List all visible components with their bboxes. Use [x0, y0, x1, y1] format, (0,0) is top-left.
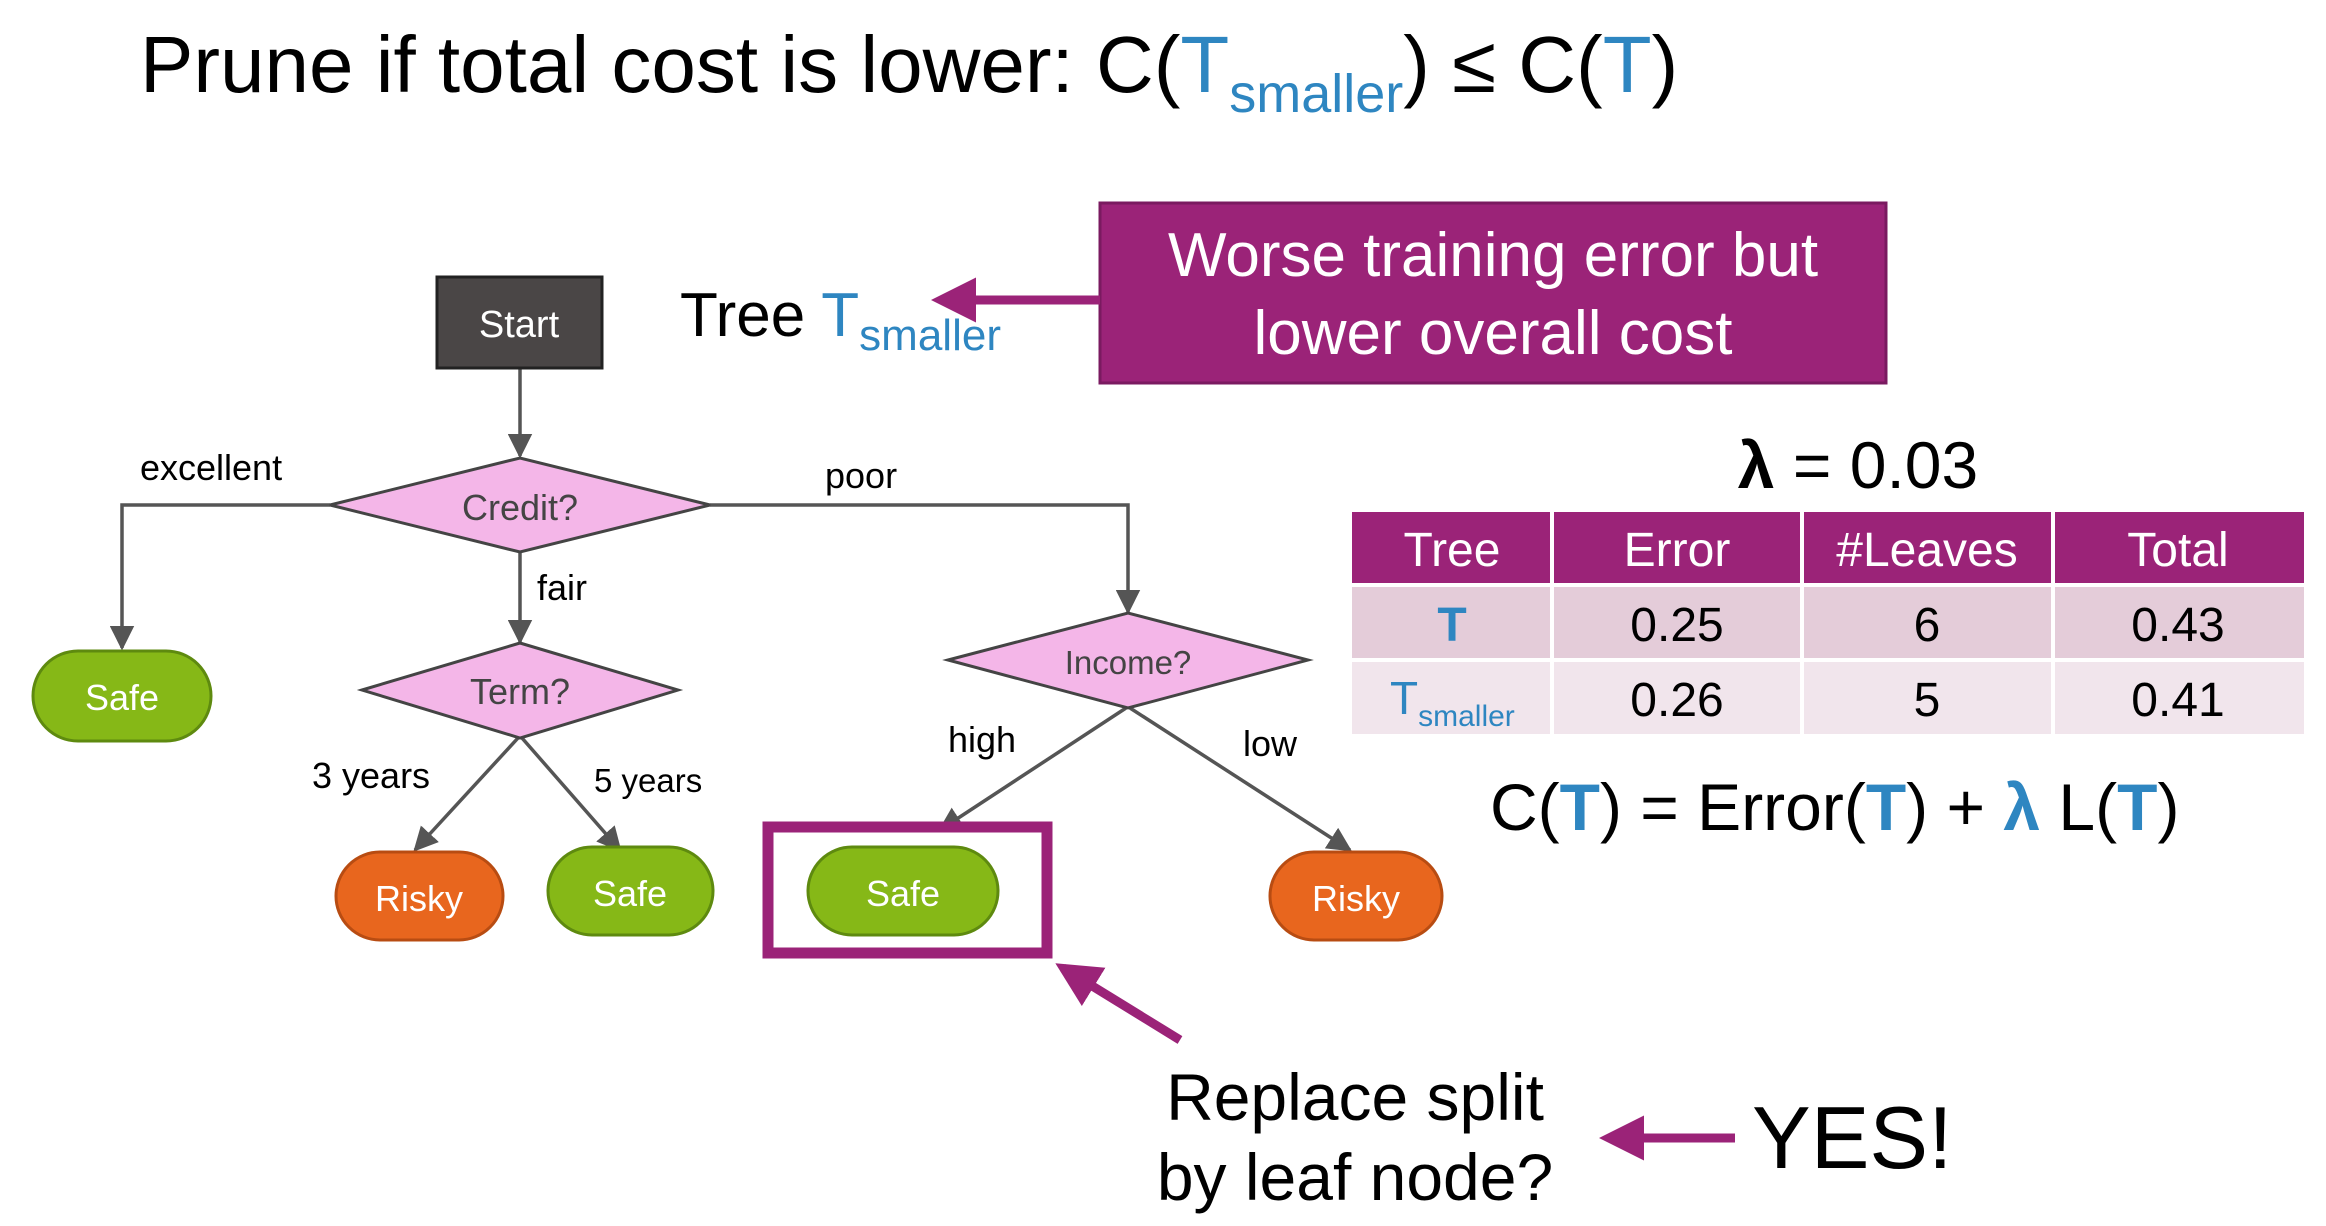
svg-text:Term?: Term? [470, 671, 570, 712]
edge-excellent [109, 503, 330, 651]
leaf-safe-excellent: Safe [31, 649, 213, 743]
slide-title: Prune if total cost is lower: C(Tsmaller… [140, 20, 1678, 124]
edge-poor [710, 503, 1141, 615]
table-header-leaves: #Leaves [1836, 524, 2017, 577]
edge-3years [413, 736, 520, 852]
tree-edges [109, 368, 1353, 852]
question-line-1: Replace split [1166, 1060, 1544, 1134]
tree-label: Tree Tsmaller [680, 281, 1001, 360]
table-header-total: Total [2127, 524, 2228, 577]
edge-label-fair: fair [537, 567, 587, 608]
row1-tree: T [1437, 599, 1466, 652]
cost-table: Tree Error #Leaves Total T 0.25 6 0.43 T… [1352, 512, 2304, 734]
row2-tree: Tsmaller [1390, 672, 1515, 733]
leaf-safe-5years: Safe [546, 845, 715, 937]
edge-label-5years: 5 years [594, 762, 702, 799]
edge-label-poor: poor [825, 455, 897, 496]
callout-line-2: lower overall cost [1254, 299, 1733, 368]
node-income: Income? [942, 611, 1314, 710]
table-header-error: Error [1624, 524, 1731, 577]
edge-label-excellent: excellent [140, 447, 282, 488]
edge-label-3years: 3 years [312, 755, 430, 796]
edge-label-high: high [948, 719, 1016, 760]
callout-worse-training-error: Worse training error but lower overall c… [1098, 201, 1888, 385]
svg-text:Start: Start [479, 304, 560, 346]
row2-total: 0.41 [2131, 674, 2224, 727]
callout-line-1: Worse training error but [1168, 221, 1818, 290]
row2-error: 0.26 [1630, 674, 1723, 727]
svg-text:Safe: Safe [593, 873, 667, 914]
svg-text:Credit?: Credit? [462, 487, 578, 528]
row2-leaves: 5 [1914, 674, 1941, 727]
edge-high [937, 706, 1127, 832]
edge-label-low: low [1243, 723, 1298, 764]
edge-5years [520, 736, 622, 852]
question-line-2: by leaf node? [1157, 1140, 1553, 1214]
highlight-arrow [1055, 963, 1183, 1044]
table-header-tree: Tree [1404, 524, 1501, 577]
row1-leaves: 6 [1914, 599, 1941, 652]
leaf-safe-high: Safe [806, 845, 1000, 937]
node-credit: Credit? [329, 456, 711, 554]
cost-formula: C(T) = Error(T) + λ L(T) [1490, 770, 2179, 844]
edge-low [1129, 706, 1353, 852]
lambda-value: λ = 0.03 [1738, 428, 1978, 502]
svg-text:Income?: Income? [1065, 644, 1192, 681]
leaf-risky-low: Risky [1268, 850, 1444, 942]
leaf-risky-3years: Risky [334, 850, 505, 942]
row1-error: 0.25 [1630, 599, 1723, 652]
svg-text:Risky: Risky [1312, 878, 1400, 919]
answer-yes: YES! [1752, 1088, 1953, 1187]
node-start: Start [435, 275, 604, 370]
svg-text:Risky: Risky [375, 878, 463, 919]
svg-text:Safe: Safe [866, 873, 940, 914]
row1-total: 0.43 [2131, 599, 2224, 652]
node-term: Term? [356, 641, 684, 740]
highlight-box [762, 821, 1053, 959]
svg-text:Safe: Safe [85, 677, 159, 718]
